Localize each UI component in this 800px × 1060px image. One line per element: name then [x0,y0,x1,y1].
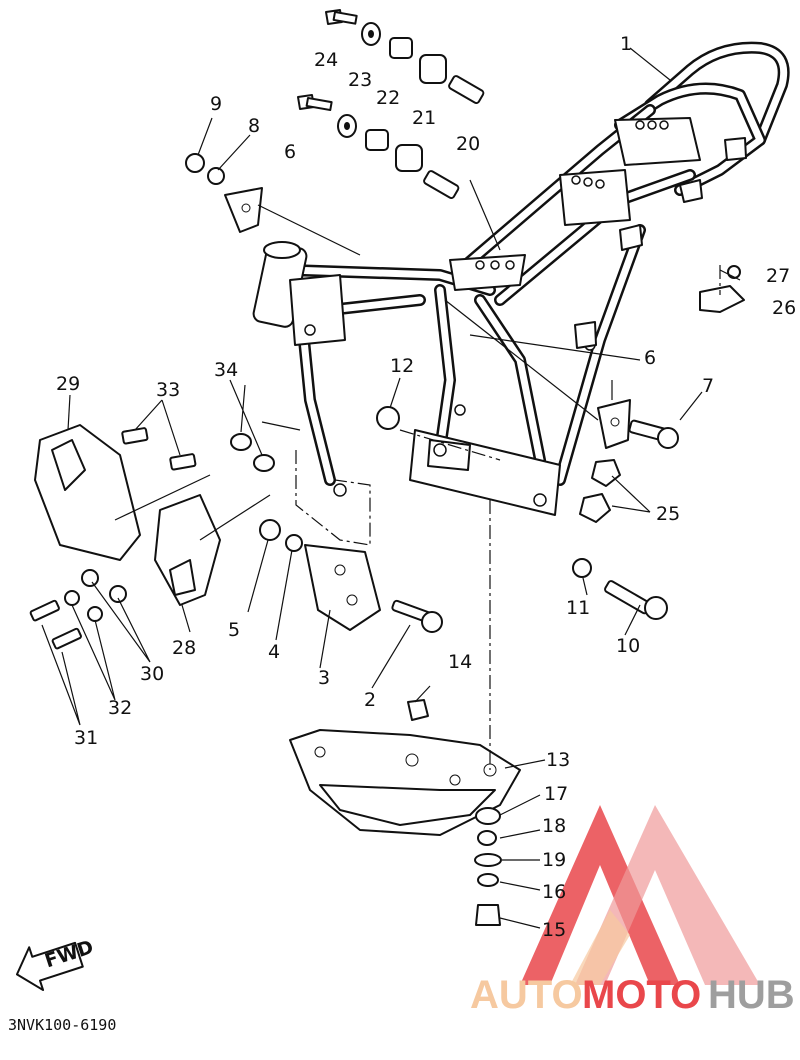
callout-32: 32 [108,697,132,719]
callout-17: 17 [544,783,568,805]
callout-2: 2 [364,689,376,711]
fwd-arrow-icon [15,941,84,992]
callout-6a: 6 [284,141,296,163]
callout-15: 15 [542,919,566,941]
callout-28: 28 [172,637,196,659]
callout-29: 29 [56,373,80,395]
side-covers [34,424,221,606]
callout-25: 25 [656,503,680,525]
callout-20: 20 [456,133,480,155]
engine-guard [289,729,521,836]
callout-30: 30 [140,663,164,685]
callout-33: 33 [156,379,180,401]
callout-26: 26 [772,297,796,319]
callout-34: 34 [214,359,238,381]
callout-10: 10 [616,635,640,657]
callout-22: 22 [376,87,400,109]
callout-numbers: 1 2 3 4 5 6 6 7 8 9 10 11 12 13 14 15 16… [56,33,796,941]
diagram-code: 3NVK100-6190 [8,1016,116,1034]
watermark-logo-triangle [520,805,760,985]
callout-12: 12 [390,355,414,377]
callout-19: 19 [542,849,566,871]
callout-9: 9 [210,93,222,115]
callout-27: 27 [766,265,790,287]
main-frame [252,41,790,516]
watermark-moto: MOTO [582,973,701,1017]
callout-11: 11 [566,597,590,619]
callout-24: 24 [314,49,338,71]
mount-stack [474,807,502,926]
dash-lines [295,265,721,770]
callout-23: 23 [348,69,372,91]
callout-16: 16 [542,881,566,903]
callout-1: 1 [620,33,632,55]
callout-31: 31 [74,727,98,749]
bolts-and-nuts [29,9,745,721]
callout-13: 13 [546,749,570,771]
callout-18: 18 [542,815,566,837]
callout-21: 21 [412,107,436,129]
watermark-auto: AUTO [470,973,583,1017]
leader-lines [41,47,741,929]
callout-5: 5 [228,619,240,641]
callout-8: 8 [248,115,260,137]
callout-14: 14 [448,651,472,673]
callout-4: 4 [268,641,280,663]
watermark-hub: HUB [708,973,795,1017]
callout-7: 7 [702,375,714,397]
callout-3: 3 [318,667,330,689]
callout-6b: 6 [644,347,656,369]
